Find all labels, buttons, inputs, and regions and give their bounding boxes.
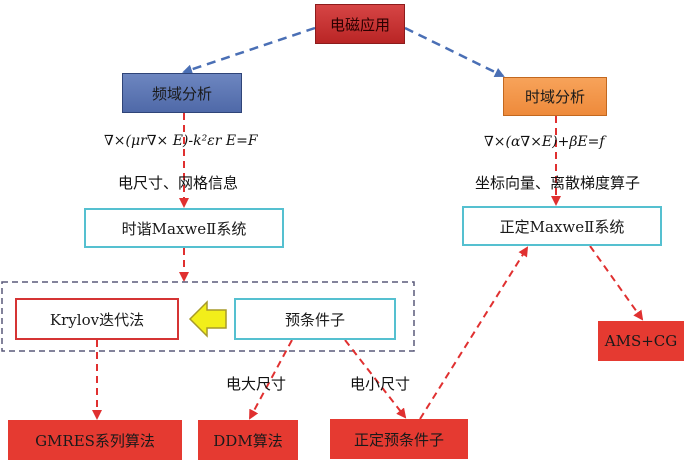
- node-label: GMRES系列算法: [35, 431, 155, 450]
- node-krylov: Krylov迭代法: [15, 298, 179, 340]
- node-label: Krylov迭代法: [49, 310, 145, 329]
- equation-frequency: ∇×(μr∇× E)-k²εr E=F: [104, 133, 258, 149]
- node-label: 正定预条件子: [353, 430, 444, 449]
- edge-top-to-time: [404, 26, 505, 78]
- label-electrically-small: 电小尺寸: [350, 375, 411, 393]
- edge-positive-to-ams: [589, 245, 644, 321]
- edge-zp-to-positive: [419, 246, 529, 420]
- node-positive-maxwell: 正定MaxweⅡ系统: [462, 206, 662, 246]
- node-ddm: DDM算法: [198, 420, 298, 460]
- node-label: AMS+CG: [604, 332, 678, 350]
- edge-precond-to-zp: [344, 339, 407, 419]
- node-preconditioner: 预条件子: [234, 298, 396, 340]
- node-label: 时谐MaxweⅡ系统: [121, 219, 247, 238]
- label-frequency-info: 电尺寸、网格信息: [118, 174, 239, 192]
- node-time-domain: 时域分析: [503, 77, 607, 116]
- label-time-info: 坐标向量、离散梯度算子: [475, 174, 641, 192]
- edge-precond-to-ddm: [249, 339, 293, 420]
- node-label: 正定MaxweⅡ系统: [499, 217, 625, 236]
- solver-group-box: [1, 281, 415, 352]
- node-gmres: GMRES系列算法: [8, 420, 182, 460]
- node-frequency-domain: 频域分析: [122, 73, 242, 113]
- left-arrow-icon: [188, 300, 227, 338]
- node-positive-preconditioner: 正定预条件子: [330, 419, 468, 459]
- node-label: 电磁应用: [329, 15, 390, 34]
- edge-top-to-freq: [182, 26, 316, 75]
- node-label: 时域分析: [524, 88, 585, 106]
- node-label: DDM算法: [213, 431, 283, 450]
- equation-time: ∇×(α∇×E)+βE=f: [484, 134, 605, 150]
- node-label: 频域分析: [151, 84, 212, 103]
- node-label: 预条件子: [284, 310, 345, 329]
- node-harmonic-maxwell: 时谐MaxweⅡ系统: [84, 208, 284, 248]
- node-electromagnetic-application: 电磁应用: [315, 4, 405, 44]
- node-ams-cg: AMS+CG: [598, 321, 684, 361]
- label-electrically-large: 电大尺寸: [226, 375, 287, 393]
